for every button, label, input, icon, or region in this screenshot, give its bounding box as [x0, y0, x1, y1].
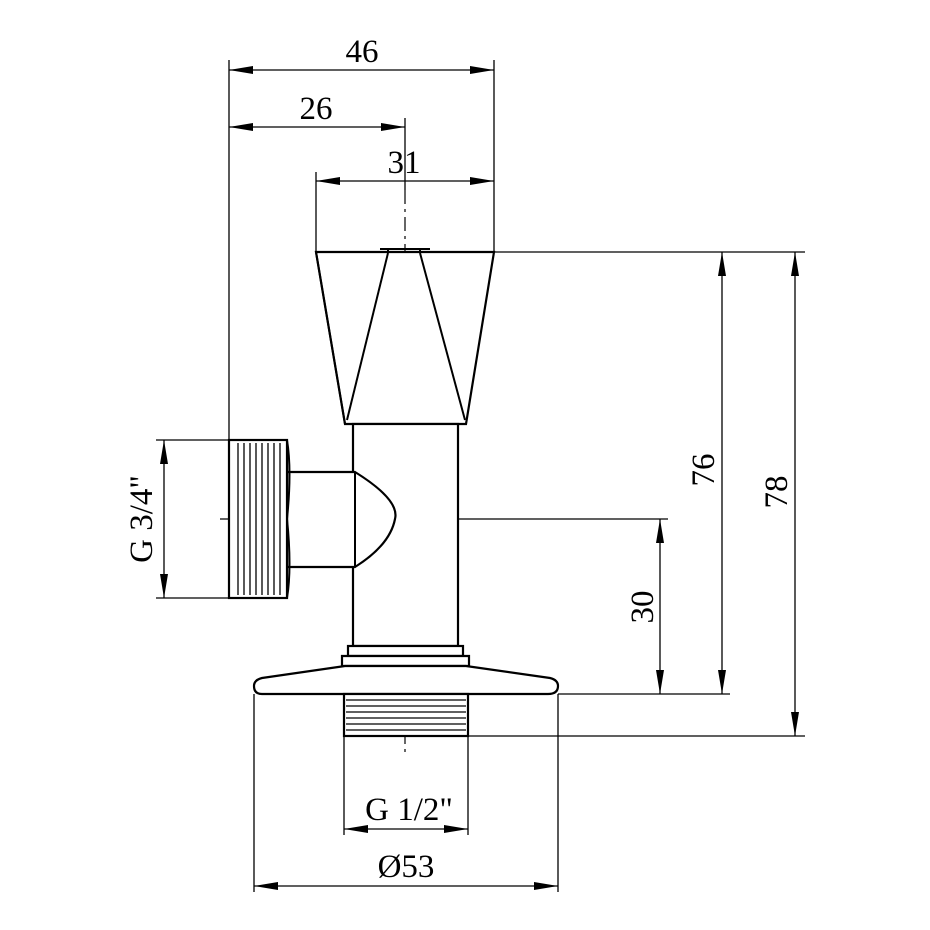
dimension-flange-diameter: Ø53 [254, 849, 558, 890]
height-to-flange-label: 76 [686, 454, 722, 487]
flange-diameter-label: Ø53 [378, 849, 435, 885]
dimension-outlet-thread: G 1/2" [344, 792, 468, 833]
outlet-thread-label: G 1/2" [365, 792, 453, 828]
dimension-inlet-to-axis: 26 [229, 91, 405, 131]
handle-width-label: 31 [388, 145, 421, 181]
dimension-height-to-flange: 76 [686, 252, 726, 694]
dimension-outlet-height: 30 [625, 519, 664, 694]
extension-lines [156, 60, 805, 892]
inlet-to-axis-label: 26 [300, 91, 333, 127]
inlet-thread-label: G 3/4" [124, 475, 160, 563]
flange [252, 664, 560, 696]
dimension-inlet-thread: G 3/4" [124, 440, 168, 598]
dimension-total-height: 78 [759, 252, 799, 736]
overall-width-label: 46 [346, 34, 379, 70]
valve-handle [314, 248, 496, 426]
dimension-overall-width: 46 [229, 34, 494, 74]
outlet-height-label: 30 [625, 591, 661, 624]
inlet-thread [227, 438, 291, 600]
outlet-thread [342, 692, 470, 738]
total-height-label: 78 [759, 476, 795, 509]
base-nut [340, 644, 471, 668]
dimension-handle-width: 31 [316, 145, 494, 185]
inlet-pipe [285, 470, 397, 569]
